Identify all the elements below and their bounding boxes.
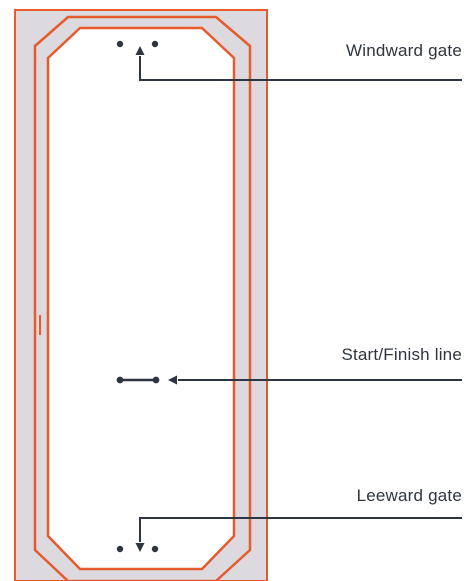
leeward-arrowhead: [135, 543, 145, 552]
windward-gate-label: Windward gate: [346, 41, 462, 60]
start-finish-line-label: Start/Finish line: [341, 345, 462, 364]
start-mark-left: [116, 376, 124, 384]
windward-arrowhead: [135, 46, 145, 55]
leeward-leader-line: [139, 517, 462, 542]
start-mark-right: [152, 376, 160, 384]
windward-gate-mark-right: [151, 40, 159, 48]
start-arrowhead: [168, 375, 177, 385]
inner-course-boundary: [46, 26, 236, 571]
leeward-gate-mark-left: [116, 545, 124, 553]
leeward-gate-mark-right: [151, 545, 159, 553]
windward-leader-line: [139, 56, 462, 81]
windward-gate-mark-left: [116, 40, 124, 48]
leeward-gate-label: Leeward gate: [356, 486, 462, 505]
